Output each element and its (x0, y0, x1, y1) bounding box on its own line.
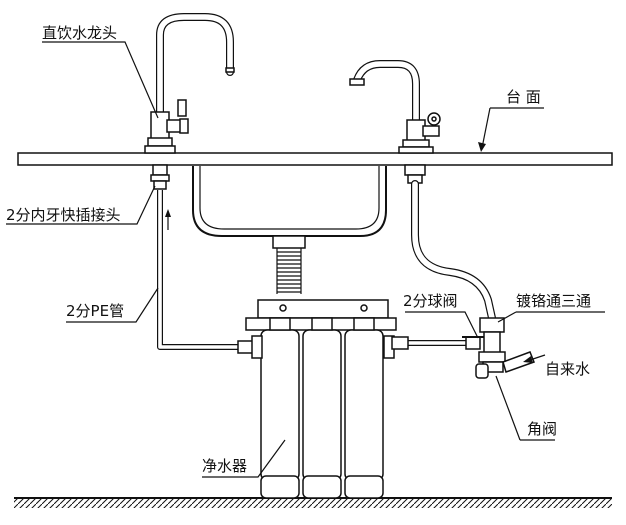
faucet-supply-hose (404, 164, 496, 322)
leader-lines (6, 41, 605, 478)
label-purifier: 净水器 (202, 457, 247, 475)
label-tap-water: 自来水 (545, 360, 590, 378)
drain-hose (276, 248, 302, 294)
water-purifier (237, 299, 409, 499)
label-quick-connector: 2分内牙快插接头 (6, 206, 121, 224)
label-angle-valve: 角阀 (527, 420, 557, 438)
label-countertop: 台 面 (506, 88, 541, 106)
valve-assembly (462, 317, 546, 379)
label-tee: 镀铬通三通 (516, 292, 591, 310)
label-pe-pipe: 2分PE管 (66, 302, 124, 320)
direct-drinking-faucet (144, 13, 235, 154)
sink-basin (192, 166, 387, 249)
label-faucet: 直饮水龙头 (42, 24, 117, 42)
ground (14, 497, 612, 508)
countertop (17, 152, 613, 166)
regular-faucet (349, 60, 441, 154)
label-ball-valve: 2分球阀 (403, 292, 458, 310)
quick-connector (150, 164, 170, 190)
